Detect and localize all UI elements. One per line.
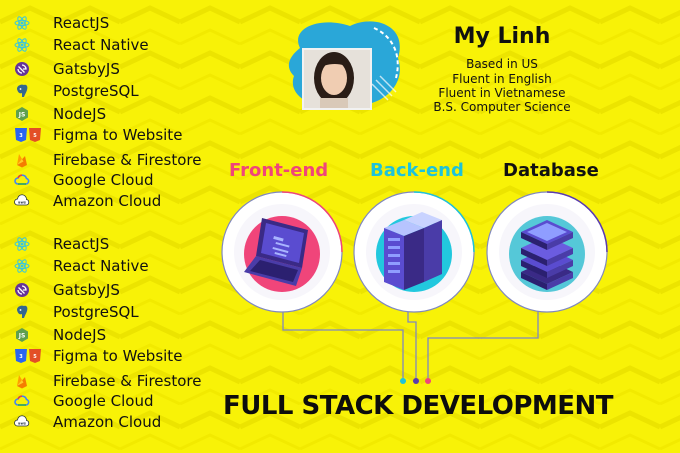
section-title-frontend: Front-end [229, 160, 329, 181]
react-native-icon [14, 37, 30, 53]
tech-label: Firebase & Firestore [53, 151, 202, 169]
svg-text:aws: aws [18, 201, 26, 205]
firebase-icon [14, 152, 30, 168]
tech-item-nodejs: JS NodeJS [14, 325, 106, 345]
tech-label: React Native [53, 36, 149, 54]
tech-item-firebase: Firebase & Firestore [14, 150, 201, 170]
tech-label: NodeJS [53, 326, 107, 344]
tech-item-postgresql: PostgreSQL [14, 302, 139, 322]
tech-item-google-cloud: Google Cloud [14, 170, 154, 190]
gatsby-icon [14, 282, 30, 298]
react-icon [14, 236, 30, 252]
tech-label: ReactJS [53, 14, 110, 32]
postgresql-icon [14, 304, 30, 320]
tech-label: PostgreSQL [53, 303, 139, 321]
frontend-illustration [221, 191, 343, 313]
tech-label: React Native [53, 257, 149, 275]
tech-label: Google Cloud [53, 392, 154, 410]
profile-language-english: Fluent in English [452, 72, 552, 86]
main-title: FULL STACK DEVELOPMENT [222, 391, 614, 421]
profile-name: My Linh [453, 24, 551, 49]
tech-item-google-cloud: Google Cloud [14, 391, 154, 411]
profile-degree: B.S. Computer Science [433, 100, 571, 114]
svg-text:3: 3 [19, 354, 23, 360]
svg-text:JS: JS [18, 333, 26, 340]
gatsby-icon [14, 61, 30, 77]
tech-item-gatsbyjs: GatsbyJS [14, 59, 120, 79]
section-title-backend: Back-end [370, 160, 464, 181]
section-title-database: Database [503, 160, 599, 181]
tech-label: Google Cloud [53, 171, 154, 189]
server-icon [384, 212, 442, 290]
tech-item-react-native: React Native [14, 256, 149, 276]
svg-text:JS: JS [18, 112, 26, 119]
google-cloud-icon [14, 172, 30, 188]
firebase-icon [14, 373, 30, 389]
tech-item-gatsbyjs: GatsbyJS [14, 280, 120, 300]
postgresql-icon [14, 83, 30, 99]
tech-label: PostgreSQL [53, 82, 139, 100]
tech-label: NodeJS [53, 105, 107, 123]
tech-item-nodejs: JS NodeJS [14, 104, 106, 124]
backend-illustration [353, 191, 475, 313]
profile-photo [288, 21, 400, 110]
aws-icon: aws [14, 414, 30, 430]
database-illustration [486, 191, 608, 313]
svg-text:5: 5 [33, 354, 37, 360]
tech-item-reactjs: ReactJS [14, 234, 109, 254]
svg-text:aws: aws [18, 422, 26, 426]
profile-language-vietnamese: Fluent in Vietnamese [438, 86, 566, 100]
database-icon [521, 220, 573, 290]
tech-label: GatsbyJS [53, 60, 120, 78]
nodejs-icon: JS [14, 327, 30, 343]
google-cloud-icon [14, 393, 30, 409]
tech-label: Amazon Cloud [53, 192, 162, 210]
profile-location: Based in US [466, 57, 538, 71]
tech-item-amazon-cloud: aws Amazon Cloud [14, 412, 161, 432]
tech-label: Amazon Cloud [53, 413, 162, 431]
react-native-icon [14, 258, 30, 274]
nodejs-icon: JS [14, 106, 30, 122]
tech-label: ReactJS [53, 235, 110, 253]
tech-label: Figma to Website [53, 347, 183, 365]
svg-text:5: 5 [33, 133, 37, 139]
tech-label: Figma to Website [53, 126, 183, 144]
tech-label: GatsbyJS [53, 281, 120, 299]
tech-item-firebase: Firebase & Firestore [14, 371, 201, 391]
tech-label: Firebase & Firestore [53, 372, 202, 390]
tech-item-postgresql: PostgreSQL [14, 81, 139, 101]
tech-item-amazon-cloud: aws Amazon Cloud [14, 191, 161, 211]
aws-icon: aws [14, 193, 30, 209]
laptop-icon [244, 218, 308, 286]
svg-text:3: 3 [19, 133, 23, 139]
tech-item-react-native: React Native [14, 35, 149, 55]
react-icon [14, 15, 30, 31]
tech-item-reactjs: ReactJS [14, 13, 109, 33]
